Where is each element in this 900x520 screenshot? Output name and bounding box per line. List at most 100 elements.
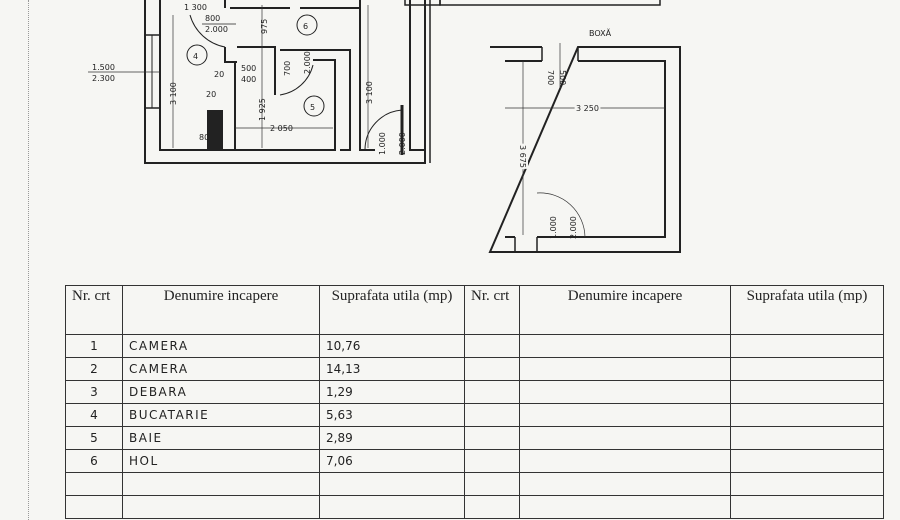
room-number-6: 6: [303, 22, 308, 31]
cell-nr-2: [464, 449, 520, 473]
dimension-lines: [88, 5, 369, 148]
cell-nr-2: [464, 334, 520, 358]
dim-80: 80: [199, 133, 209, 142]
cell-nr-2: [464, 426, 520, 450]
room-number-4: 4: [193, 52, 198, 61]
kitchen-counter: [207, 110, 223, 150]
room-marker-6: [296, 14, 318, 36]
dim-975: 975: [260, 19, 269, 34]
cell-area: 14,13: [319, 357, 465, 381]
cell-name: CAMERA: [122, 357, 320, 381]
cell-nr-2: [464, 403, 520, 427]
cell-area: 10,76: [319, 334, 465, 358]
room-marker-4: [186, 44, 208, 66]
header-name: Denumire incapere: [122, 285, 320, 335]
cell-nr: [65, 472, 123, 496]
cell-area: 5,63: [319, 403, 465, 427]
cell-area-2: [730, 449, 884, 473]
cell-area: [319, 472, 465, 496]
room-marker-5: [303, 95, 325, 117]
cell-name-2: [519, 495, 731, 519]
cell-nr: 4: [65, 403, 123, 427]
cell-name-2: [519, 334, 731, 358]
cell-area-2: [730, 334, 884, 358]
boxa-title: BOXĂ: [589, 27, 612, 38]
cell-name: BUCATARIE: [122, 403, 320, 427]
cell-name: HOL: [122, 449, 320, 473]
table-row: [65, 472, 884, 496]
cell-nr-2: [464, 380, 520, 404]
dim-kitchen-door-width: 800: [205, 14, 220, 23]
header-area: Suprafata utila (mp): [319, 285, 465, 335]
cell-area: 2,89: [319, 426, 465, 450]
door-swings: [189, 14, 404, 155]
cell-name-2: [519, 426, 731, 450]
boxa-walls: [488, 46, 681, 253]
cell-area-2: [730, 403, 884, 427]
header-nr: Nr. crt: [65, 285, 123, 335]
table-row: [65, 495, 884, 519]
cell-area-2: [730, 472, 884, 496]
table-header-row: Nr. crt Denumire incapere Suprafata util…: [65, 285, 884, 335]
dim-1925: 1 925: [258, 98, 267, 121]
cell-area: 1,29: [319, 380, 465, 404]
cell-nr: 6: [65, 449, 123, 473]
cell-name: DEBARA: [122, 380, 320, 404]
cell-nr: 3: [65, 380, 123, 404]
cell-name-2: [519, 380, 731, 404]
cell-name: BAIE: [122, 426, 320, 450]
boxa-window-width: 700: [546, 70, 555, 85]
cell-nr: 5: [65, 426, 123, 450]
boxa-lines: [505, 43, 665, 238]
boxa-width: 3 250: [576, 104, 599, 113]
dim-3100-left: 3 100: [169, 82, 178, 105]
dim-20b: 20: [206, 90, 216, 99]
dim-entry-door-width: 1.000: [378, 132, 387, 155]
apartment-walls: [144, 0, 661, 164]
dim-vent-width: 500: [241, 64, 256, 73]
cell-area-2: [730, 380, 884, 404]
cell-nr-2: [464, 472, 520, 496]
cell-area: [319, 495, 465, 519]
dim-2050: 2 050: [270, 124, 293, 133]
boxa-length: 3 675: [518, 145, 527, 168]
cell-name: [122, 472, 320, 496]
cell-area-2: [730, 495, 884, 519]
dim-bath-door-height: 2.000: [303, 51, 312, 74]
dim-3100-right: 3 100: [365, 81, 374, 104]
room-areas-table: Nr. crt Denumire incapere Suprafata util…: [65, 285, 884, 519]
cell-area-2: [730, 357, 884, 381]
boxa-door-height: 2.000: [569, 216, 578, 239]
boxa-window-height: 500: [558, 70, 567, 85]
page-margin-line: [28, 0, 30, 520]
floor-plan: 4 6 5 1 300 800 2.000 975 1.500 2.300 3 …: [88, 0, 681, 253]
room-number-5: 5: [310, 103, 315, 112]
dim-bath-door-width: 700: [283, 61, 292, 76]
cell-name: [122, 495, 320, 519]
cell-area: 7,06: [319, 449, 465, 473]
cell-nr: 2: [65, 357, 123, 381]
cell-nr-2: [464, 357, 520, 381]
cell-name-2: [519, 449, 731, 473]
cell-nr-2: [464, 495, 520, 519]
dim-window-width: 1.500: [92, 63, 115, 72]
cell-name-2: [519, 357, 731, 381]
dim-20a: 20: [214, 70, 224, 79]
dim-vent-height: 400: [241, 75, 256, 84]
dim-1300: 1 300: [184, 3, 207, 12]
cell-name-2: [519, 403, 731, 427]
header-area-2: Suprafata utila (mp): [730, 285, 884, 335]
cell-area-2: [730, 426, 884, 450]
dim-kitchen-door-height: 2.000: [205, 25, 228, 34]
header-name-2: Denumire incapere: [519, 285, 731, 335]
cell-nr: 1: [65, 334, 123, 358]
header-nr-2: Nr. crt: [464, 285, 520, 335]
boxa-door-width: 1.000: [549, 216, 558, 239]
dim-window-height: 2.300: [92, 74, 115, 83]
